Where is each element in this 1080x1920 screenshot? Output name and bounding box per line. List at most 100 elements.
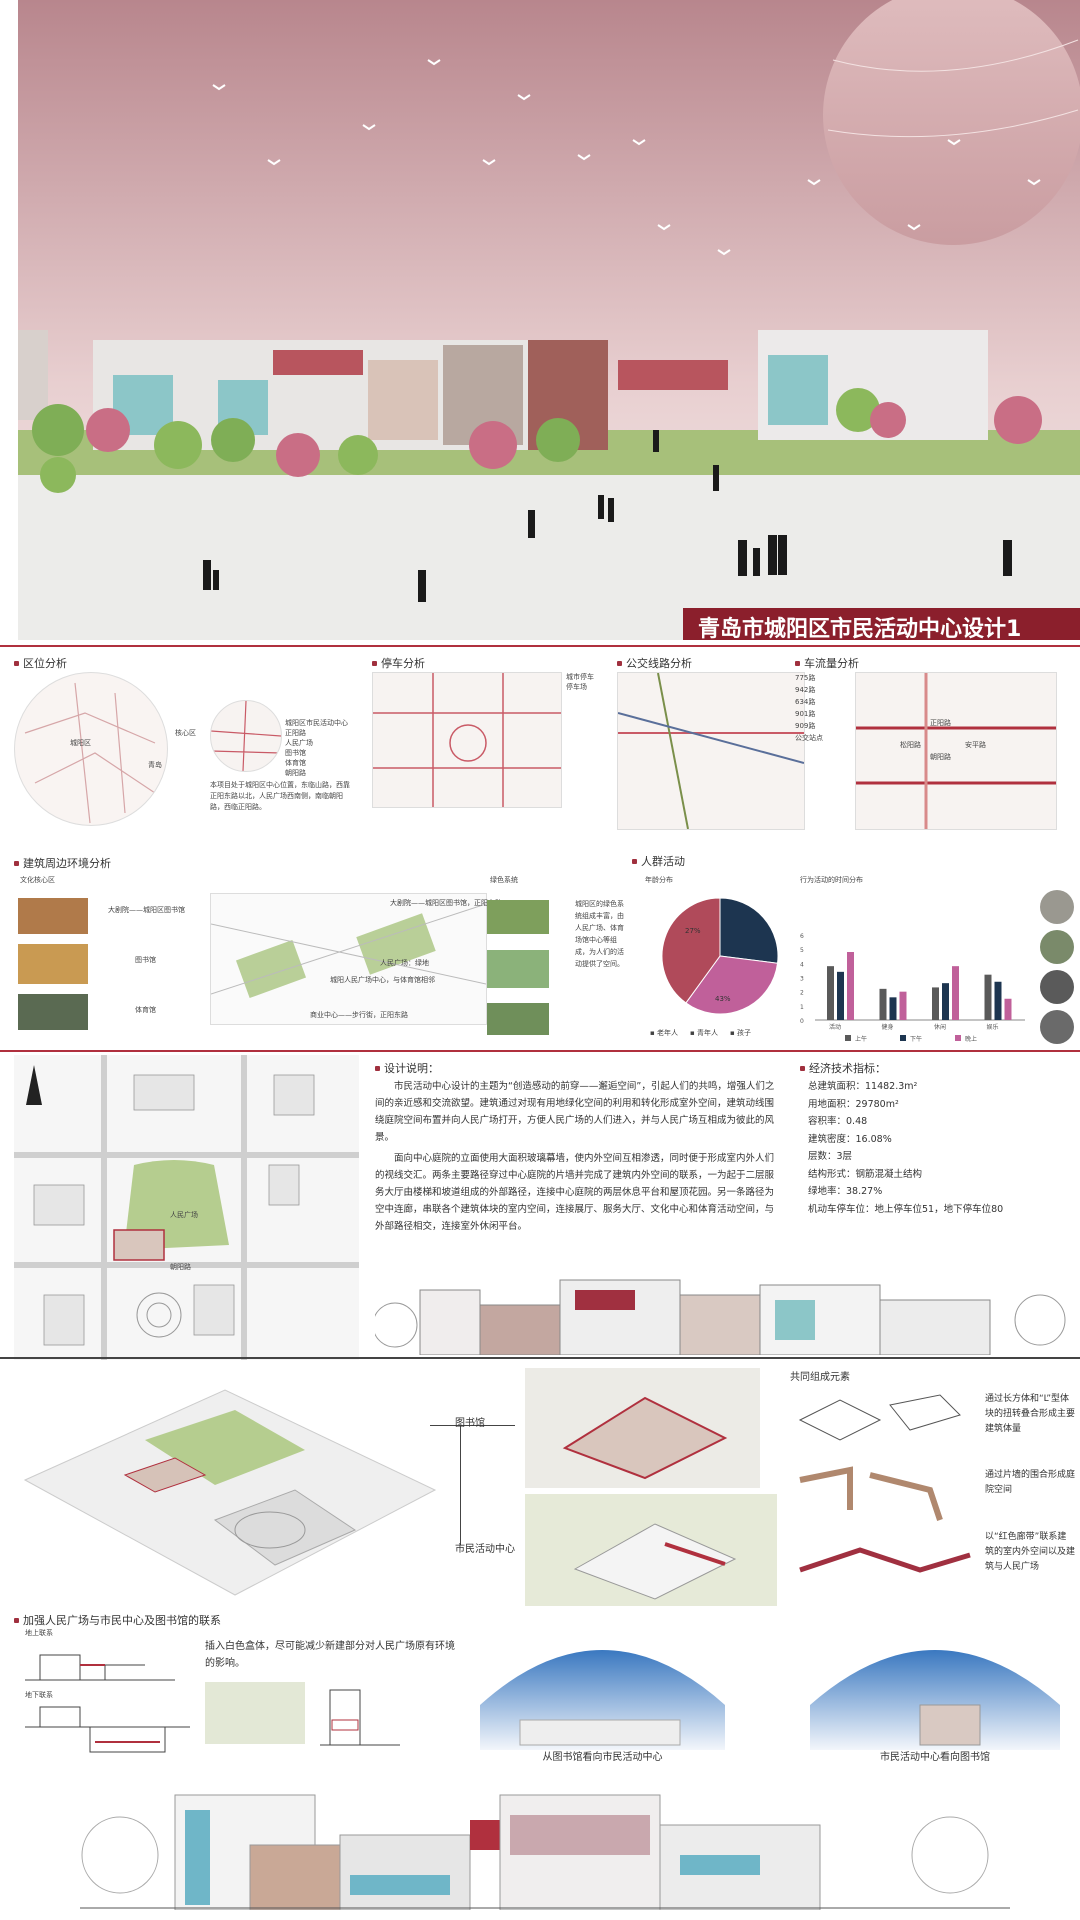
bar	[932, 987, 939, 1020]
bar	[899, 991, 907, 1020]
x-tick: 休闲	[934, 1023, 946, 1031]
axo-center-render	[525, 1494, 777, 1606]
specs-list: 总建筑面积：11482.3m² 用地面积：29780m² 容积率：0.48 建筑…	[808, 1078, 1003, 1218]
leader-line	[430, 1425, 515, 1426]
env-item-3: 体育馆	[135, 1006, 156, 1014]
area-label: 文化核心区	[20, 876, 55, 884]
pie-legend: ▪ 老年人 ▪ 青年人 ▪ 孩子	[650, 1028, 751, 1038]
spec-row: 容积率：0.48	[808, 1116, 868, 1127]
divider-mid	[0, 1050, 1080, 1052]
traffic-road-1: 正阳路	[930, 719, 951, 727]
photo-stadium	[18, 994, 88, 1030]
traffic-road-4: 松阳路	[900, 741, 921, 749]
location-note: 本项目处于城阳区中心位置，东临山路，西靠正阳东路以北，人民广场西南侧，南临朝阳路…	[210, 781, 350, 811]
pie-legend-item: ▪ 青年人	[689, 1029, 718, 1037]
env-item-1: 大剧院——城阳区图书馆	[108, 906, 185, 914]
siteplan-label-road: 朝阳路	[170, 1263, 191, 1271]
green-label: 绿色系统	[490, 876, 518, 884]
specs-title: 经济技术指标：	[800, 1060, 886, 1076]
design-paragraph: 市民活动中心设计的主题为“创造感动的前穿——邂逅空间”，引起人们的共鸣，增强人们…	[375, 1081, 775, 1143]
location-legend: 城阳区市民活动中心 正阳路 人民广场 图书馆 体育馆 朝阳路	[285, 718, 348, 778]
crowd-title: 人群活动	[632, 853, 685, 869]
design-text: 市民活动中心设计的主题为“创造感动的前穿——邂逅空间”，引起人们的共鸣，增强人们…	[375, 1078, 775, 1239]
legend-swatch	[900, 1035, 906, 1041]
photo-library	[18, 944, 88, 984]
parking-map	[372, 672, 562, 808]
label-library: 图书馆	[455, 1418, 485, 1429]
env-note-4: 商业中心——步行街，正阳东路	[310, 1011, 408, 1019]
bar	[889, 997, 897, 1020]
environment-title: 建筑周边环境分析	[14, 855, 111, 871]
transit-map	[617, 672, 805, 830]
design-title: 设计说明：	[375, 1060, 439, 1076]
caption-view-1: 从图书馆看向市民活动中心	[542, 1752, 663, 1763]
core-area-label: 核心区	[175, 729, 196, 737]
link-section-below	[25, 1702, 190, 1757]
transit-title: 公交线路分析	[617, 655, 692, 671]
link-text: 插入白色盒体，尽可能减少新建部分对人民广场原有环境的影响。	[205, 1641, 455, 1669]
y-tick: 5	[800, 947, 804, 954]
traffic-road-2: 朝阳路	[930, 753, 951, 761]
bar	[847, 952, 854, 1020]
label-center: 市民活动中心	[455, 1544, 515, 1555]
env-note-1: 大剧院——城阳区图书馆，正阳东路	[390, 899, 502, 907]
legend-item: 775路	[795, 674, 816, 682]
divider-top	[0, 645, 1080, 647]
traffic-map	[855, 672, 1057, 830]
x-tick: 健身	[882, 1023, 894, 1031]
legend-item: 城阳区市民活动中心	[285, 719, 348, 727]
legend-item: 朝阳路	[285, 769, 306, 777]
legend-item: 公交站点	[795, 734, 823, 742]
element-text-2: 通过片墙的围合形成庭院空间	[985, 1470, 1076, 1495]
axo-library-render	[525, 1368, 760, 1488]
spec-row: 层数：3层	[808, 1151, 853, 1162]
y-tick: 0	[800, 1018, 804, 1025]
legend-item: 909路	[795, 722, 816, 730]
bar	[837, 971, 844, 1020]
pie-slice	[661, 897, 721, 1004]
circle-photo-4	[1040, 1010, 1074, 1044]
legend-label: 上午	[855, 1035, 867, 1043]
element-text-3: 以“红色廊带”联系建筑的室内外空间以及建筑与人民广场	[985, 1532, 1076, 1572]
view-library-to-center	[480, 1625, 725, 1750]
axo-site	[5, 1370, 445, 1605]
bar	[942, 983, 949, 1020]
location-title: 区位分析	[14, 655, 67, 671]
pie-label: 27%	[685, 927, 701, 935]
y-tick: 3	[800, 976, 804, 983]
link-title: 加强人民广场与市民中心及图书馆的联系	[14, 1612, 221, 1628]
y-tick: 1	[800, 1004, 804, 1011]
circle-photo-2	[1040, 930, 1074, 964]
x-tick: 娱乐	[987, 1023, 999, 1031]
element-shape-2	[790, 1460, 970, 1530]
elevation-2	[80, 1785, 1010, 1911]
legend-item: 图书馆	[285, 749, 306, 757]
bar	[879, 988, 887, 1020]
title-banner	[683, 608, 1080, 640]
bar	[994, 981, 1002, 1020]
circle-photo-3	[1040, 970, 1074, 1004]
location-label-city: 城阳区	[70, 739, 91, 747]
link-label-above: 地上联系	[25, 1629, 53, 1637]
env-item-2: 图书馆	[135, 956, 156, 964]
siteplan-label-square: 人民广场	[170, 1211, 198, 1219]
legend-item: 人民广场	[285, 739, 313, 747]
legend-label: 下午	[910, 1035, 922, 1043]
legend-item: 901路	[795, 710, 816, 718]
legend-item: 正阳路	[285, 729, 306, 737]
legend-swatch	[955, 1035, 961, 1041]
page-title: 青岛市城阳区市民活动中心设计1	[698, 617, 1022, 640]
link-section-above	[25, 1640, 175, 1685]
link-label-below: 地下联系	[25, 1691, 53, 1699]
circle-photo-1	[1040, 890, 1074, 924]
legend-item: 停车场	[566, 683, 587, 691]
link-section-box	[320, 1680, 400, 1750]
element-text-1: 通过长方体和“L”型体块的扭转叠合形成主要建筑体量	[985, 1394, 1076, 1434]
bar	[984, 974, 992, 1020]
spec-row: 机动车停车位：地上停车位51，地下停车位80	[808, 1203, 1004, 1215]
photo-green-2	[487, 950, 549, 988]
legend-item: 942路	[795, 686, 816, 694]
spec-row: 总建筑面积：11482.3m²	[808, 1081, 918, 1092]
location-map	[14, 672, 168, 826]
leader-line	[460, 1425, 461, 1545]
